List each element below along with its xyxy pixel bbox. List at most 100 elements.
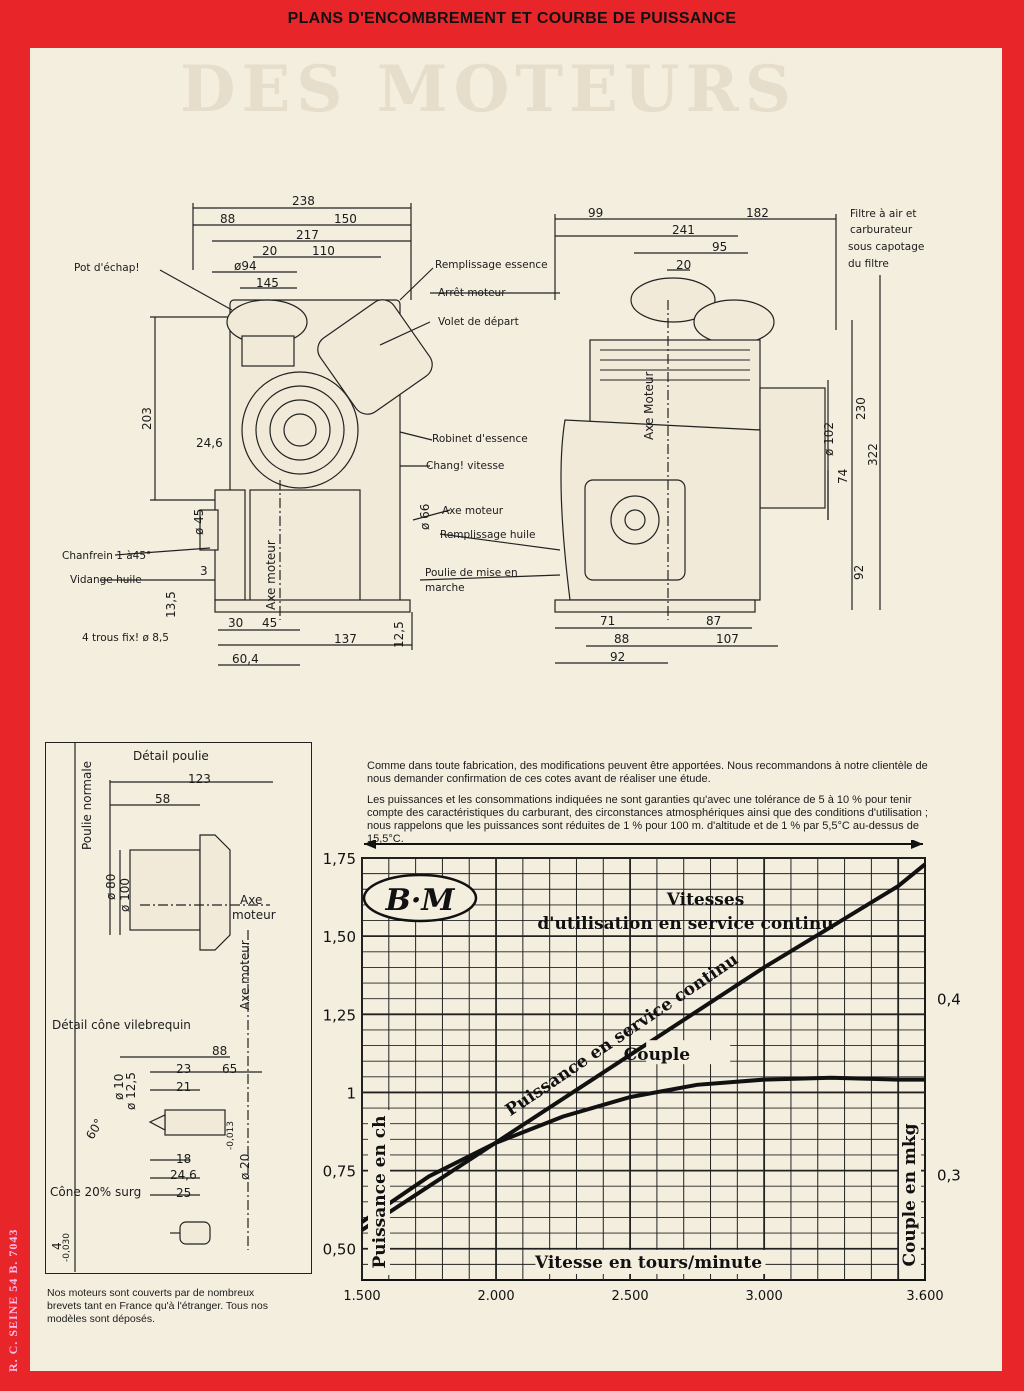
cone-dim-88: 88 [212, 1044, 228, 1058]
cone-dim-25: 25 [176, 1186, 192, 1200]
dim-100: ø 100 [118, 877, 132, 912]
logo-oval [362, 873, 478, 923]
dim-88: 88 [220, 212, 236, 226]
dim-145: 145 [256, 276, 279, 290]
label-filtre-4: du filtre [848, 258, 889, 270]
dim-58: 58 [155, 792, 171, 806]
label-remplissage-essence: Remplissage essence [435, 259, 548, 271]
dim-20: 20 [262, 244, 278, 258]
label-volet-depart: Volet de départ [438, 316, 519, 328]
dim-102: ø 102 [822, 421, 836, 456]
label-poulie-normale: Poulie normale [80, 760, 94, 850]
dim-125: 12,5 [392, 621, 406, 648]
cone-dim-20-tolerance: -0,013 [226, 1120, 236, 1150]
dim-246: 24,6 [196, 436, 223, 450]
dim-182: 182 [746, 206, 769, 220]
detail-poulie-title: Détail poulie [133, 749, 209, 763]
label-axe: Axe [240, 893, 263, 907]
cone-dim-125: ø 12,5 [124, 1072, 138, 1110]
label-filtre-1: Filtre à air et [850, 208, 917, 220]
label-chanfrein: Chanfrein 1 à45° [62, 550, 152, 562]
label-filtre-3: sous capotage [848, 241, 925, 253]
dim-322: 322 [866, 443, 880, 466]
cone-dim-21: 21 [176, 1080, 192, 1094]
dim-66: ø 66 [418, 503, 432, 530]
detail-cone-title: Détail cône vilebrequin [52, 1018, 191, 1032]
label-changement-vitesse: Chang! vitesse [426, 460, 505, 472]
couple-label-bg [646, 1040, 731, 1065]
note-brevets: Nos moteurs sont couverts par de nombreu… [47, 1287, 268, 1325]
x-tick-label: 1.500 [343, 1289, 380, 1304]
label-poulie-mise-marche-2: marche [425, 582, 465, 594]
dim-20-right: 20 [676, 258, 692, 272]
dim-150: 150 [334, 212, 357, 226]
chart-title-line1: Vitesses [666, 890, 745, 910]
y2-tick-label: 0,3 [937, 1167, 961, 1185]
label-pot-echappement: Pot d'échap! [74, 262, 140, 274]
label-cone-surg: Cône 20% surg [50, 1185, 142, 1199]
power-curve [360, 862, 927, 1232]
label-arret-moteur: Arrêt moteur [438, 287, 506, 299]
detail-box [45, 742, 312, 1274]
dim-99: 99 [588, 206, 604, 220]
cone-dim-246: 24,6 [170, 1168, 197, 1182]
dim-3: 3 [200, 564, 208, 578]
cone-dim-23: 23 [176, 1062, 192, 1076]
x-tick-label: 2.000 [477, 1289, 514, 1304]
label-axe-moteur-left: Axe moteur [264, 540, 278, 610]
page-header: PLANS D'ENCOMBREMENT ET COURBE DE PUISSA… [287, 10, 737, 27]
y-tick-label: 0,50 [323, 1241, 356, 1259]
dim-71: 71 [600, 614, 616, 628]
logo-text: B·M [384, 883, 455, 918]
label-robinet-essence: Robinet d'essence [432, 433, 528, 445]
label-axe-moteur-detail: Axe moteur [238, 940, 252, 1010]
x-axis-label: Vitesse en tours/minute [534, 1253, 762, 1273]
y-tick-label: 0,75 [323, 1163, 356, 1181]
power-chart: B·M Vitesses d'utilisation en service cont… [323, 840, 961, 1304]
label-filtre-2: carburateur [850, 224, 913, 236]
dim-203: 203 [140, 407, 154, 430]
dim-604: 60,4 [232, 652, 259, 666]
dim-88-right: 88 [614, 632, 630, 646]
dim-74: 74 [836, 468, 850, 484]
dim-137: 137 [334, 632, 357, 646]
cone-dim-18: 18 [176, 1152, 192, 1166]
dim-95: 95 [712, 240, 728, 254]
label-poulie-mise-marche-1: Poulie de mise en [425, 567, 518, 579]
dim-94: ø94 [234, 259, 257, 273]
y2-axis-label: Couple en mkg [900, 1123, 920, 1266]
dim-92b: 92 [610, 650, 626, 664]
dim-45: ø 45 [192, 508, 206, 535]
dim-45b: 45 [262, 616, 278, 630]
cone-dim-20: ø 20 [238, 1153, 252, 1180]
label-moteur: moteur [232, 908, 276, 922]
dim-30: 30 [228, 616, 244, 630]
note-modifications: Comme dans toute fabrication, des modifi… [367, 760, 928, 785]
y-tick-label: 1 [346, 1084, 356, 1102]
cone-dim-65: 65 [222, 1062, 238, 1076]
x-tick-label: 3.000 [746, 1289, 783, 1304]
dim-217: 217 [296, 228, 319, 242]
y-axis-label: Puissance en ch [370, 1115, 390, 1268]
chart-title-line2: d'utilisation en service continu [537, 914, 833, 934]
dim-92: 92 [852, 564, 866, 580]
y-tick-label: 1,25 [323, 1006, 356, 1024]
y-tick-label: 1,50 [323, 928, 356, 946]
ylabel-bg [368, 1110, 390, 1275]
torque-curve [360, 1075, 925, 1224]
cone-dim-4-tolerance: -0,030 [62, 1232, 72, 1262]
dim-107: 107 [716, 632, 739, 646]
label-remplissage-huile: Remplissage huile [440, 529, 536, 541]
dim-241: 241 [672, 223, 695, 237]
dim-230: 230 [854, 397, 868, 420]
dim-238: 238 [292, 194, 315, 208]
label-trous-fixation: 4 trous fix! ø 8,5 [82, 632, 169, 644]
dim-135: 13,5 [164, 591, 178, 618]
arrow-head-left [364, 840, 376, 849]
dim-87: 87 [706, 614, 722, 628]
x-tick-label: 3.600 [906, 1289, 943, 1304]
arrow-head-right [911, 840, 923, 849]
torque-curve-label: Couple [624, 1045, 691, 1065]
y-tick-label: 1,75 [323, 850, 356, 868]
note-puissances: Les puissances et les consommations indi… [367, 794, 928, 845]
